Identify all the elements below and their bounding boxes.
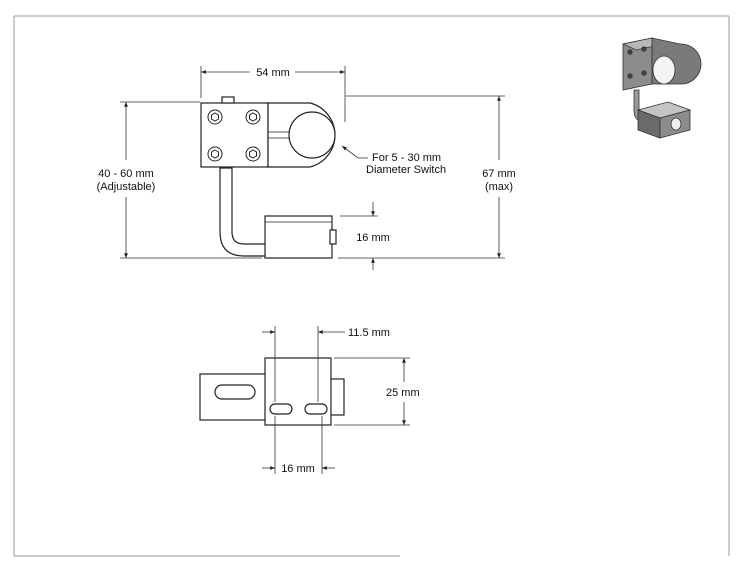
dim-height-max: 67 mm <box>482 168 516 180</box>
upper-block-tab <box>221 96 235 104</box>
dim-height-adjustable-note: (Adjustable) <box>97 181 156 193</box>
socket-screw-icon <box>207 109 261 162</box>
side-boss <box>329 378 345 416</box>
dim-block-width: 25 mm <box>386 387 420 399</box>
dim-block-height: 16 mm <box>356 232 390 244</box>
switch-note-2: Diameter Switch <box>366 164 446 176</box>
dim-width-top: 54 mm <box>256 67 290 79</box>
sheet-border <box>13 15 730 557</box>
lower-block <box>264 215 333 259</box>
front-view-labels: 54 mm 40 - 60 mm (Adjustable) 67 mm (max… <box>97 67 516 244</box>
dim-height-max-note: (max) <box>485 181 513 193</box>
clamp-slot <box>214 384 256 400</box>
front-view-dimensions <box>120 66 505 270</box>
lower-block-boss <box>329 229 337 245</box>
switch-note-1: For 5 - 30 mm <box>372 152 441 164</box>
dim-slot-offset: 11.5 mm <box>348 327 390 339</box>
bottom-view <box>199 357 345 426</box>
bottom-view-dimensions <box>262 326 410 474</box>
dim-height-adjustable: 40 - 60 mm <box>98 168 154 180</box>
bottom-view-labels: 11.5 mm 25 mm 16 mm <box>281 327 419 475</box>
isometric-view <box>621 37 702 139</box>
mount-slot-left <box>269 403 293 415</box>
dim-slot-spacing: 16 mm <box>281 463 315 475</box>
switch-bore <box>288 111 336 159</box>
mount-slot-right <box>304 403 328 415</box>
bent-tube <box>219 167 267 257</box>
front-view <box>200 96 337 259</box>
